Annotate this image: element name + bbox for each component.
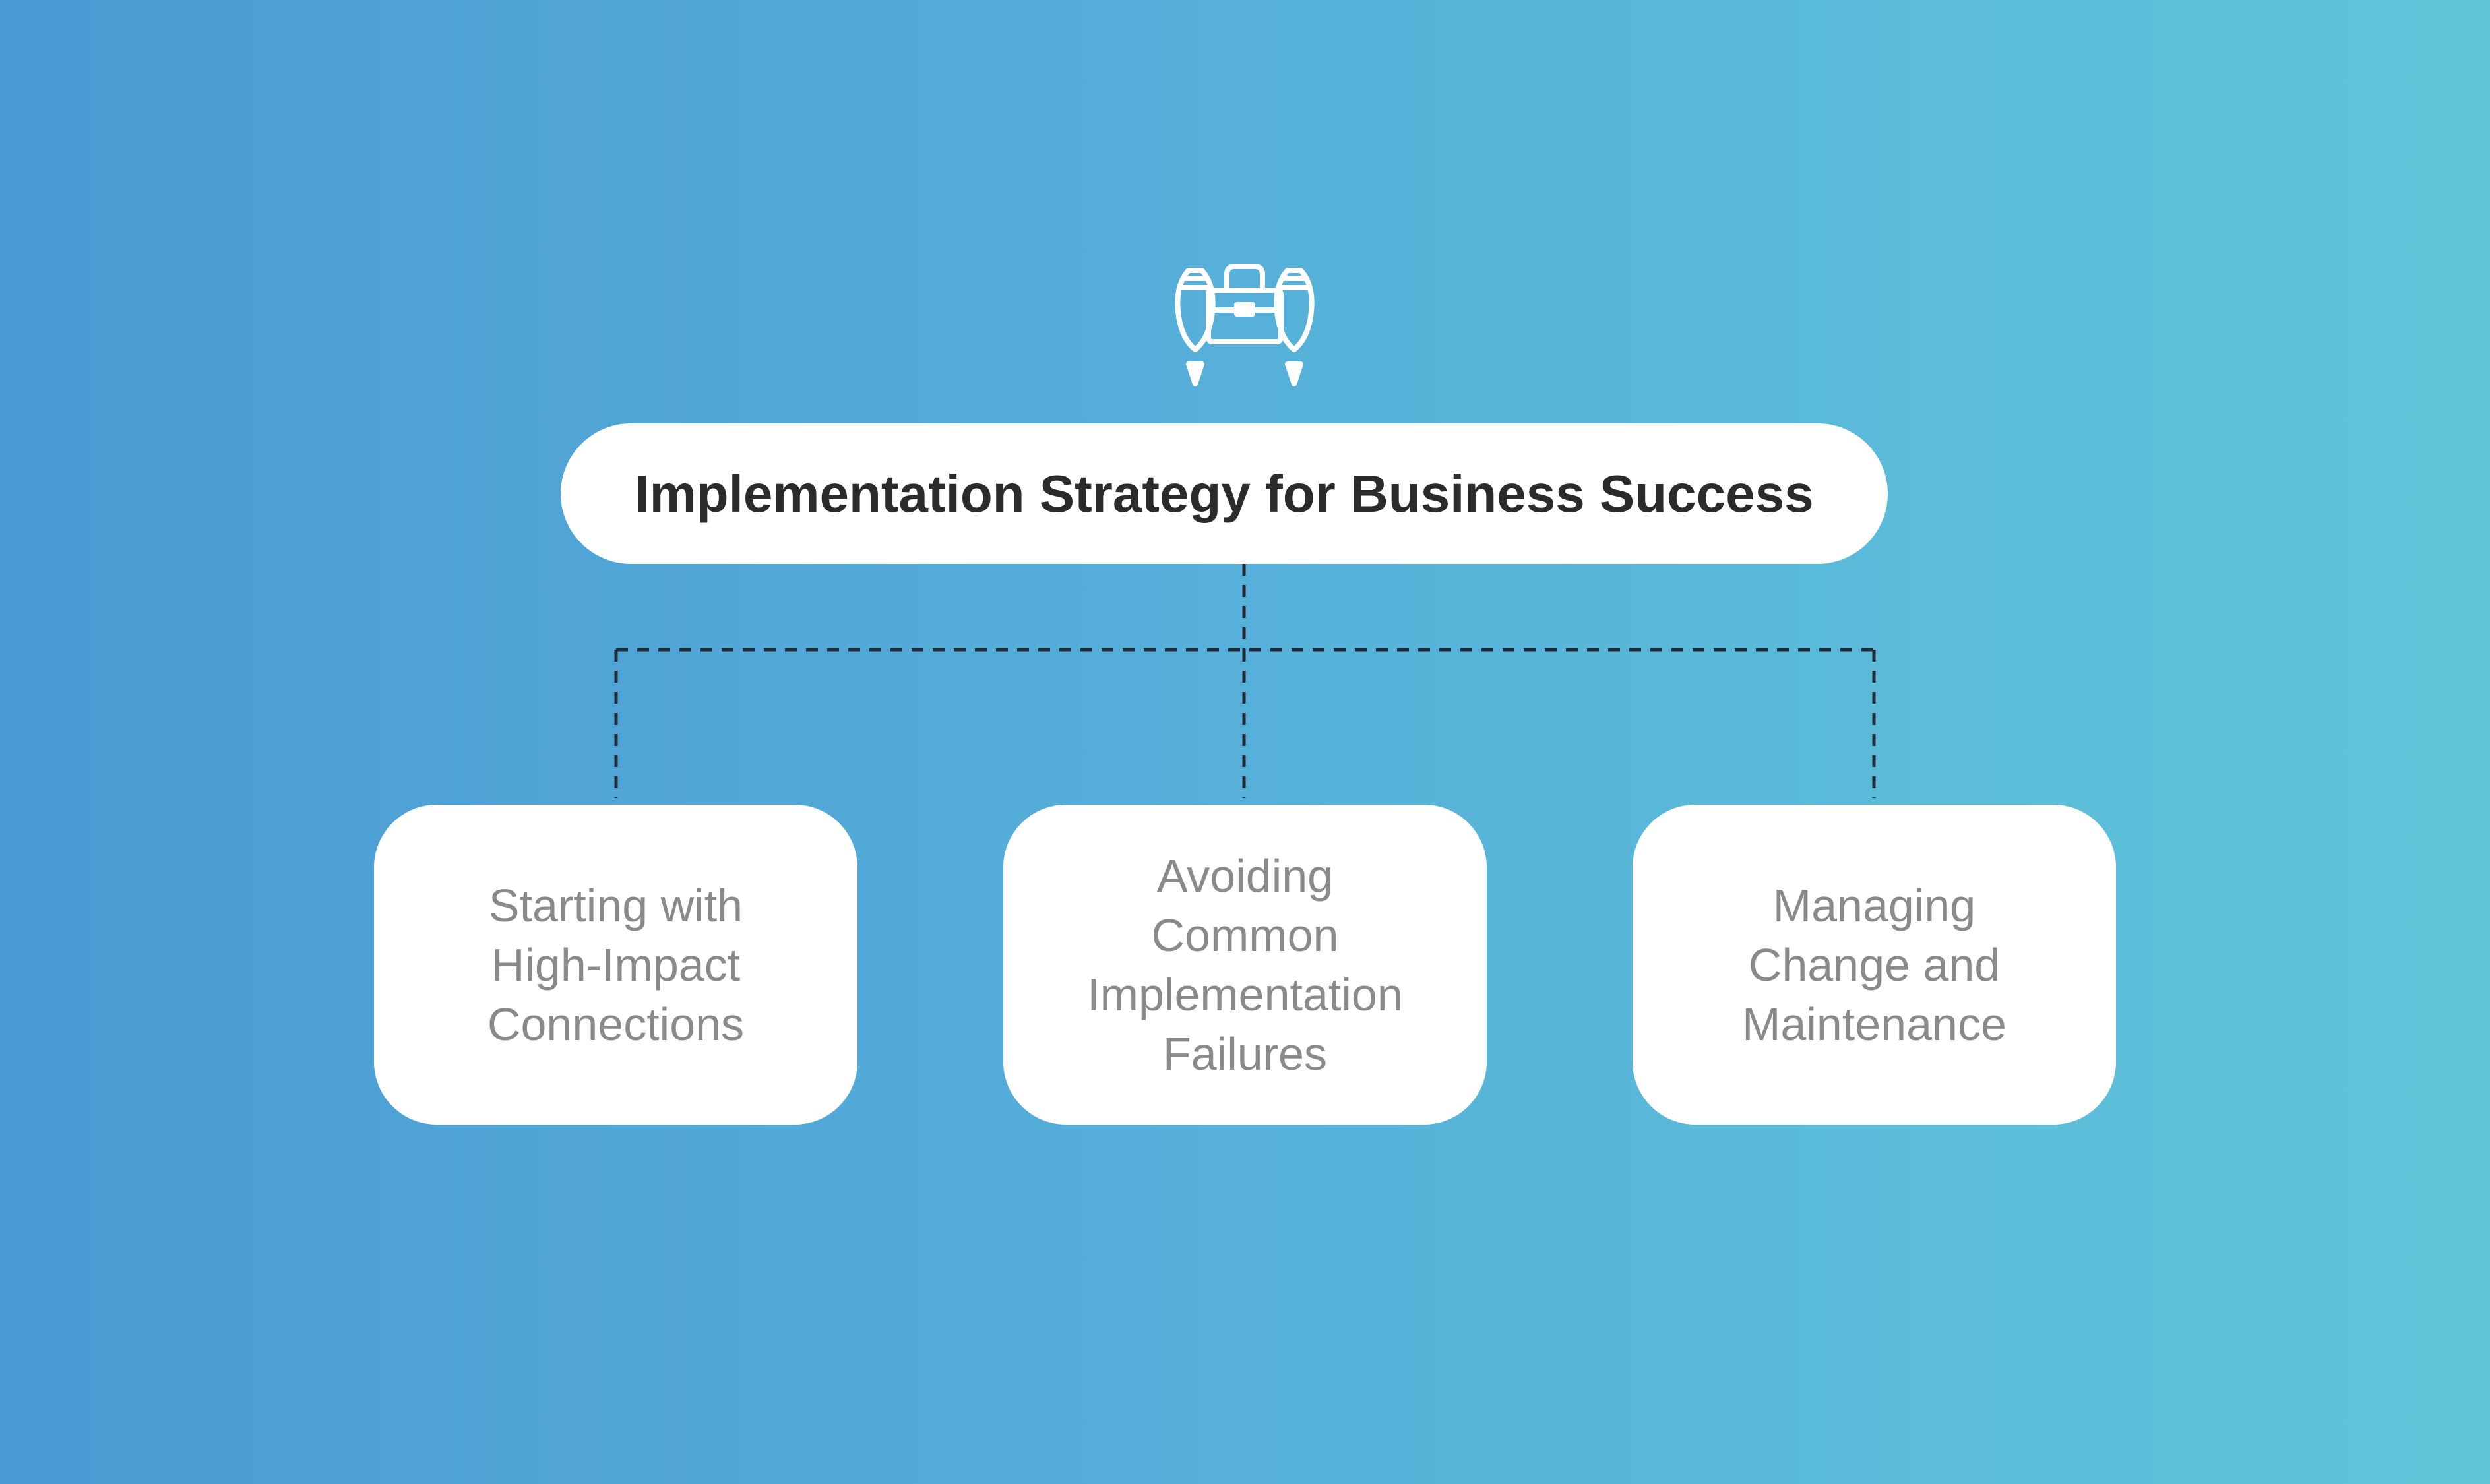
- jetpack-briefcase-icon: [1175, 264, 1315, 386]
- title-node: Implementation Strategy for Business Suc…: [561, 423, 1888, 564]
- child-node-1: Starting with High-Impact Connections: [374, 805, 857, 1125]
- diagram-title: Implementation Strategy for Business Suc…: [635, 464, 1814, 523]
- child-node-2: Avoiding Common Implementation Failures: [1003, 805, 1487, 1125]
- child-node-3-label: Managing Change and Maintenance: [1742, 879, 2007, 1050]
- child-node-1-label: Starting with High-Impact Connections: [487, 879, 745, 1050]
- child-node-3: Managing Change and Maintenance: [1633, 805, 2116, 1125]
- child-node-2-label: Avoiding Common Implementation Failures: [1087, 850, 1403, 1080]
